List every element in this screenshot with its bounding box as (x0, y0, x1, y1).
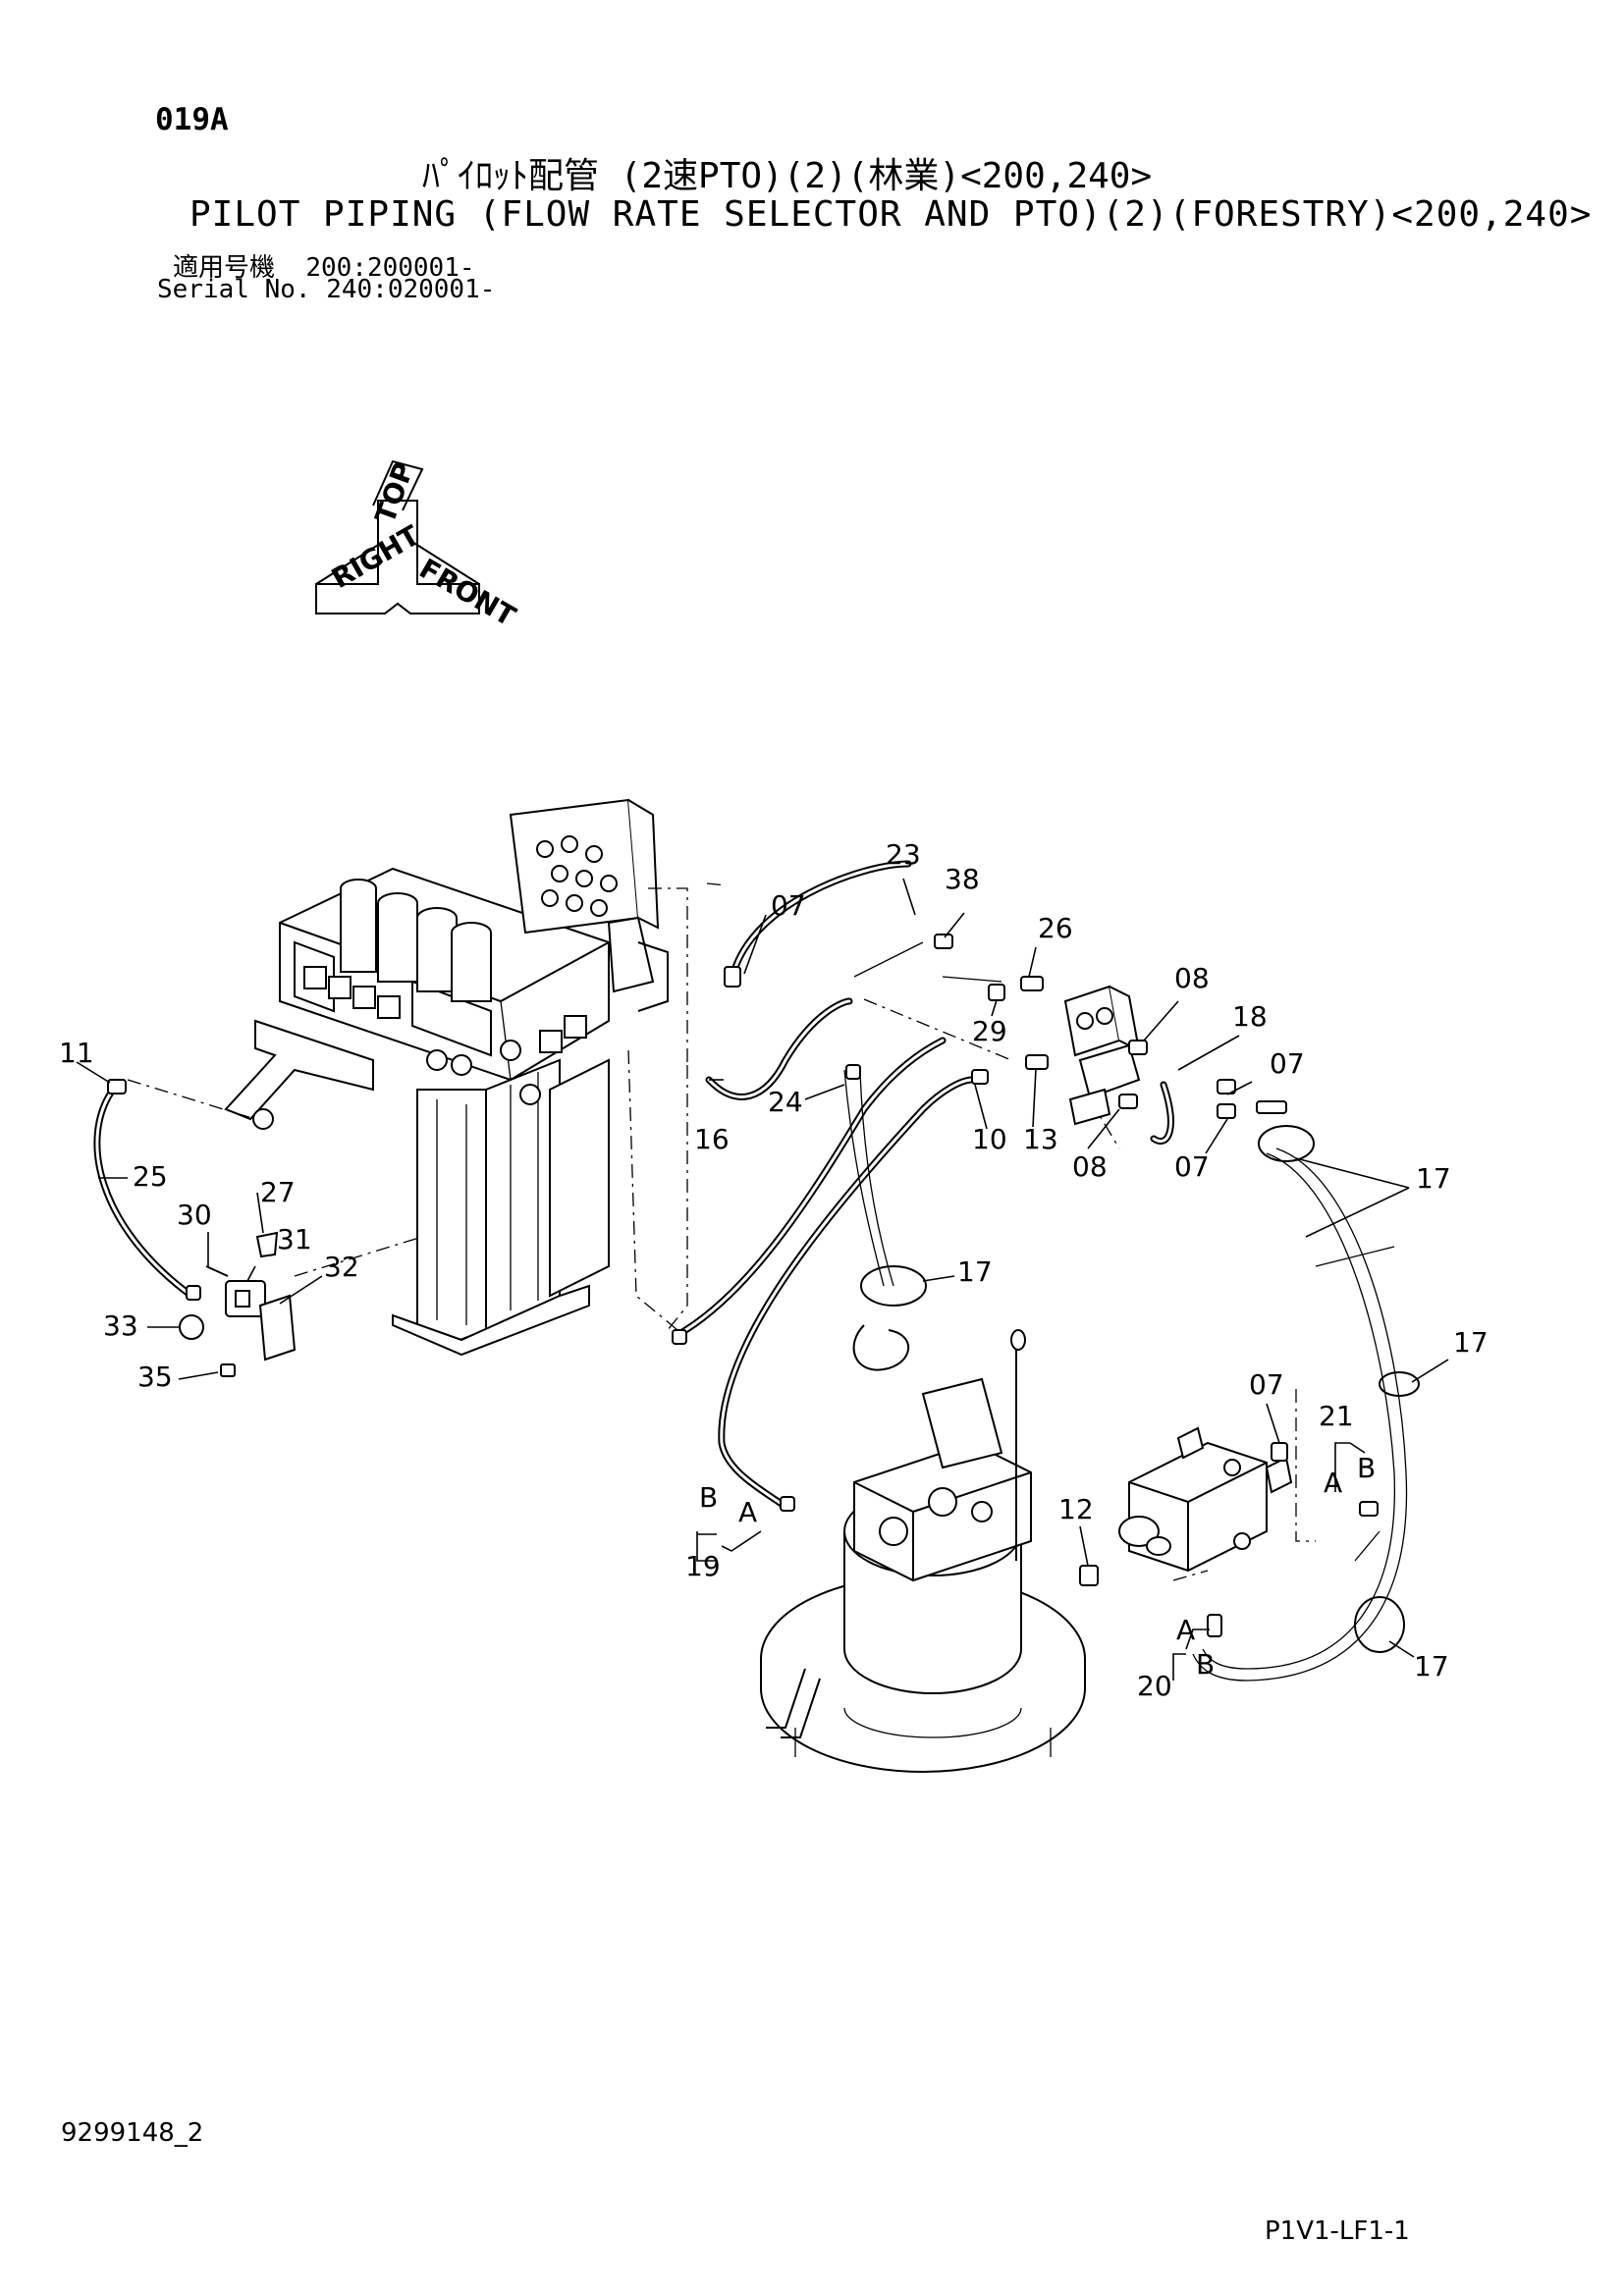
callout-12: 12 (1058, 1493, 1094, 1525)
callout-19: 19 (685, 1550, 721, 1582)
callout-18: 18 (1232, 1000, 1268, 1033)
callout-08: 08 (1174, 962, 1210, 994)
orientation-indicator: TOP RIGHT FRONT (315, 457, 521, 633)
serial-label-en: Serial No. (157, 275, 311, 304)
callout-17: 17 (957, 1255, 993, 1288)
title-english: PILOT PIPING (FLOW RATE SELECTOR AND PTO… (189, 194, 1593, 235)
callout-33: 33 (103, 1309, 138, 1342)
selector-valve-block (1063, 985, 1141, 1126)
callout-21-b: B (1357, 1452, 1376, 1484)
control-valve-assembly (224, 798, 669, 1357)
callout-07: 07 (771, 889, 806, 922)
page-code: 019A (155, 102, 229, 137)
callout-21: 21 (1319, 1400, 1354, 1432)
callout-30: 30 (177, 1199, 212, 1231)
serial-200: 200:200001- (305, 253, 475, 283)
callout-08: 08 (1072, 1150, 1108, 1183)
callout-31: 31 (277, 1223, 312, 1255)
callout-21-a: A (1324, 1467, 1342, 1499)
callout-26: 26 (1038, 912, 1073, 944)
document-id: 9299148_2 (61, 2118, 204, 2148)
callout-07: 07 (1174, 1150, 1210, 1183)
callout-07: 07 (1270, 1047, 1305, 1080)
callout-20: 20 (1137, 1670, 1172, 1702)
callout-10: 10 (972, 1123, 1007, 1155)
callout-29: 29 (972, 1015, 1007, 1047)
callout-17: 17 (1453, 1326, 1489, 1359)
callout-11: 11 (59, 1037, 94, 1069)
callout-24: 24 (768, 1086, 803, 1118)
fittings (107, 934, 1379, 1637)
callout-20-b: B (1196, 1648, 1215, 1681)
callout-19-a: A (738, 1496, 757, 1528)
callout-25: 25 (133, 1160, 168, 1193)
callout-07: 07 (1249, 1368, 1284, 1401)
callout-32: 32 (324, 1251, 359, 1283)
pilot-valve-fittings (536, 835, 618, 917)
callout-17: 17 (1414, 1650, 1449, 1682)
title-japanese: ﾊﾟｲﾛｯﾄ配管 (2速PTO)(2)(林業)<200,240> (422, 156, 1153, 196)
hoses (93, 860, 1408, 1682)
callout-23: 23 (886, 838, 921, 871)
callout-35: 35 (137, 1361, 173, 1393)
callout-27: 27 (260, 1176, 296, 1208)
callout-20-a: A (1176, 1614, 1195, 1646)
orientation-front-label: FRONT (414, 552, 521, 632)
hose-clamps (852, 1125, 1420, 1653)
callout-19-b: B (699, 1481, 718, 1514)
callout-38: 38 (945, 863, 980, 895)
serial-row-200: 適用号機 200:200001- (173, 247, 475, 284)
leader-lines (76, 878, 1449, 1681)
drawing-code: P1V1-LF1-1 (1265, 2216, 1410, 2246)
callout-labels: 07 23 38 26 08 29 18 07 11 24 16 10 13 0… (59, 838, 1489, 1702)
centre-lines (127, 882, 1316, 1581)
serial-label-ja: 適用号機 (173, 253, 276, 283)
serial-row-240: Serial No. 240:020001- (157, 275, 495, 304)
pto-pump (1118, 1426, 1293, 1573)
valve-spools (340, 879, 492, 1002)
orientation-top-label: TOP (369, 457, 421, 527)
callout-17: 17 (1416, 1162, 1451, 1195)
serial-240: 240:020001- (326, 275, 496, 304)
callout-16: 16 (694, 1123, 730, 1155)
valve-fittings (303, 966, 587, 1105)
callout-13: 13 (1023, 1123, 1058, 1155)
swing-motor (760, 1329, 1086, 1773)
